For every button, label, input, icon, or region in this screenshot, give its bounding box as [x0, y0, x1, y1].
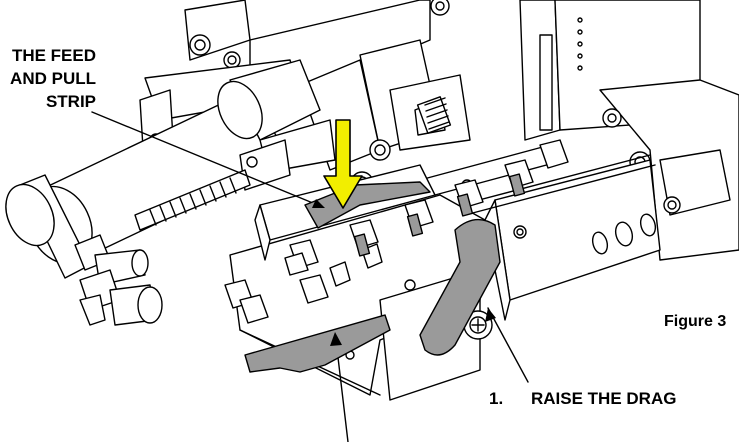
upper-screw	[416, 96, 452, 134]
pointer-arrowhead-feed	[312, 199, 325, 208]
pointer-arrowhead-drag	[485, 308, 496, 322]
down-arrow-icon	[323, 119, 363, 209]
step-text: RAISE THE DRAG	[531, 389, 677, 408]
carrier-strip	[244, 314, 391, 373]
terminal-tab-1	[353, 233, 371, 257]
air-fittings	[74, 234, 163, 326]
step-number: 1.	[489, 389, 504, 408]
pointer-arrowhead-strip	[330, 332, 342, 346]
feed-callout-line-1: THE FEED	[11, 46, 96, 65]
feed-callout-line-2: AND PULL	[10, 69, 96, 88]
terminal-tab-2	[406, 213, 424, 237]
drag-pivot	[463, 310, 493, 340]
feed-strip-callout: THE FEED AND PULL STRIP	[0, 44, 96, 113]
feed-callout-line-3: STRIP	[45, 92, 96, 111]
drag-arm	[419, 218, 501, 356]
terminal-tab-3	[456, 193, 474, 217]
cylinder-rod	[134, 169, 251, 231]
terminal-tab-4	[508, 173, 526, 197]
figure-label: Figure 3	[664, 313, 727, 330]
raise-drag-callout: 1. RAISE THE DRAG	[489, 387, 676, 410]
